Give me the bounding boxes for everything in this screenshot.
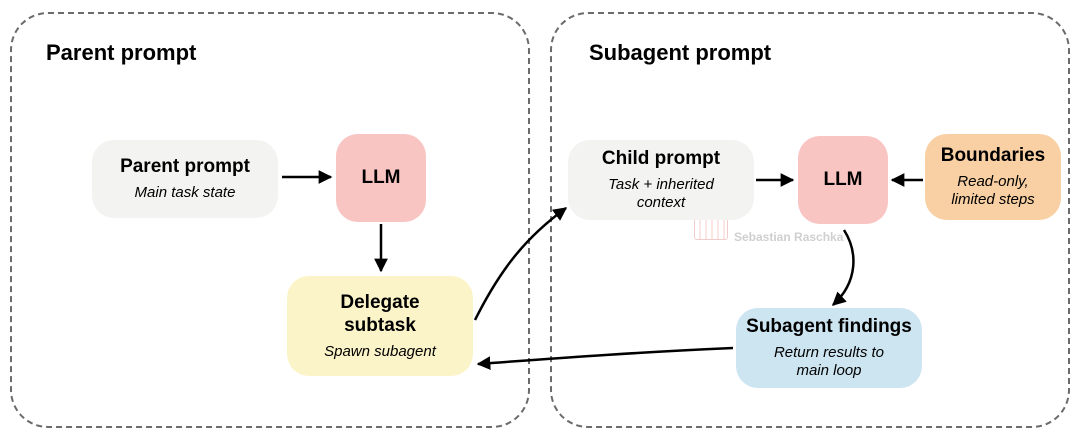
subagent-llm-title: LLM	[823, 169, 863, 190]
delegate-title-line1: Delegate	[340, 292, 420, 313]
parent-prompt-node: Parent prompt Main task state	[92, 140, 278, 218]
delegate-subtask-node: Delegate subtask Spawn subagent	[287, 276, 473, 376]
delegate-title-line2: subtask	[344, 315, 416, 336]
findings-subtitle-line1: Return results to	[773, 344, 885, 361]
boundaries-subtitle-line1: Read-only,	[957, 173, 1029, 190]
parent-llm-title: LLM	[361, 167, 401, 188]
watermark-text: Sebastian Raschka	[734, 230, 844, 244]
parent-prompt-title: Parent prompt	[120, 156, 250, 177]
child-prompt-subtitle-line2: context	[636, 194, 686, 211]
parent-panel-title: Parent prompt	[46, 40, 197, 65]
boundaries-subtitle-line2: limited steps	[951, 191, 1035, 208]
parent-llm-node: LLM	[336, 134, 426, 222]
parent-prompt-subtitle: Main task state	[134, 184, 236, 201]
delegate-subtitle: Spawn subagent	[324, 343, 436, 360]
child-prompt-title: Child prompt	[601, 148, 721, 169]
findings-subtitle-line2: main loop	[796, 362, 862, 379]
boundaries-node: Boundaries Read-only, limited steps	[925, 134, 1061, 220]
boundaries-title: Boundaries	[940, 145, 1046, 166]
subagent-llm-node: LLM	[798, 136, 888, 224]
child-prompt-subtitle-line1: Task + inherited	[608, 176, 714, 193]
findings-title: Subagent findings	[746, 316, 912, 337]
subagent-panel-title: Subagent prompt	[589, 40, 772, 65]
child-prompt-node: Child prompt Task + inherited context	[568, 140, 754, 220]
subagent-findings-node: Subagent findings Return results to main…	[736, 308, 922, 388]
